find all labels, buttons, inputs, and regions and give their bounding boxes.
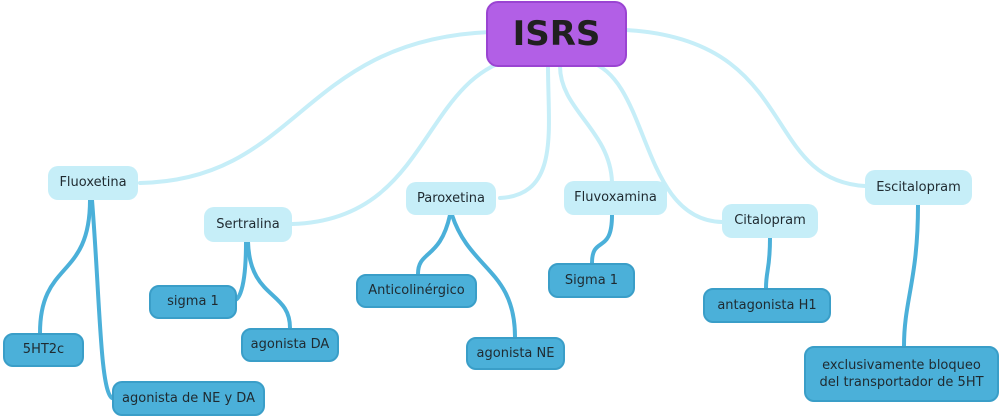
link-paroxetina-anticolinergico	[416, 213, 452, 276]
property-node-sigma1-sertralina[interactable]: sigma 1	[149, 285, 237, 319]
property-node-agonista-da[interactable]: agonista DA	[241, 328, 339, 362]
property-node-label: agonista de NE y DA	[122, 390, 255, 406]
property-node-label: agonista NE	[476, 345, 555, 361]
drug-node-label: Fluvoxamina	[574, 190, 657, 205]
property-node-sigma1-fluvoxamina[interactable]: Sigma 1	[548, 263, 635, 298]
property-node-label: antagonista H1	[717, 297, 817, 313]
property-node-label: agonista DA	[250, 337, 330, 352]
drug-node-citalopram[interactable]: Citalopram	[722, 204, 818, 238]
link-escitalopram-5ht	[902, 203, 920, 348]
drug-node-label: Fluoxetina	[59, 175, 127, 190]
link-isrs-fluvoxamina	[558, 64, 614, 184]
property-node-label: exclusivamente bloqueo del transportador…	[819, 358, 984, 390]
drug-node-sertralina[interactable]: Sertralina	[204, 207, 292, 242]
link-paroxetina-ne	[450, 213, 517, 339]
link-fluoxetina-5ht2c	[38, 198, 92, 335]
drug-node-fluvoxamina[interactable]: Fluvoxamina	[564, 181, 667, 215]
property-node-label: Anticolinérgico	[368, 283, 465, 298]
link-fluvoxamina-sigma1	[590, 213, 614, 265]
drug-node-label: Citalopram	[734, 213, 806, 228]
link-isrs-citalopram	[588, 60, 724, 224]
property-node-bloqueo-5ht[interactable]: exclusivamente bloqueo del transportador…	[804, 346, 999, 402]
link-isrs-fluoxetina	[138, 30, 492, 185]
drug-node-label: Escitalopram	[876, 179, 961, 195]
link-citalopram-h1	[764, 236, 772, 290]
drug-node-paroxetina[interactable]: Paroxetina	[406, 182, 496, 215]
link-isrs-escitalopram	[624, 28, 867, 188]
link-isrs-paroxetina	[498, 64, 551, 200]
drug-node-fluoxetina[interactable]: Fluoxetina	[48, 166, 138, 200]
root-node-label: ISRS	[512, 14, 601, 54]
drug-node-label: Paroxetina	[416, 190, 486, 206]
drug-node-escitalopram[interactable]: Escitalopram	[865, 170, 972, 205]
link-isrs-sertralina	[290, 56, 517, 226]
root-node-isrs[interactable]: ISRS	[486, 1, 627, 67]
property-node-label: sigma 1	[167, 294, 219, 309]
link-sertralina-da	[246, 240, 292, 330]
property-node-antagonista-h1[interactable]: antagonista H1	[703, 288, 831, 323]
property-node-agonista-ne[interactable]: agonista NE	[466, 337, 565, 370]
property-node-label: Sigma 1	[564, 272, 619, 288]
property-node-anticolinergico[interactable]: Anticolinérgico	[356, 274, 477, 308]
property-node-label: 5HT2c	[22, 342, 65, 357]
property-node-agonista-ne-da[interactable]: agonista de NE y DA	[112, 381, 265, 416]
drug-node-label: Sertralina	[216, 216, 280, 232]
link-sertralina-sigma1	[233, 240, 248, 302]
property-node-5ht2c[interactable]: 5HT2c	[3, 333, 84, 367]
link-fluoxetina-ne-da	[90, 198, 114, 400]
